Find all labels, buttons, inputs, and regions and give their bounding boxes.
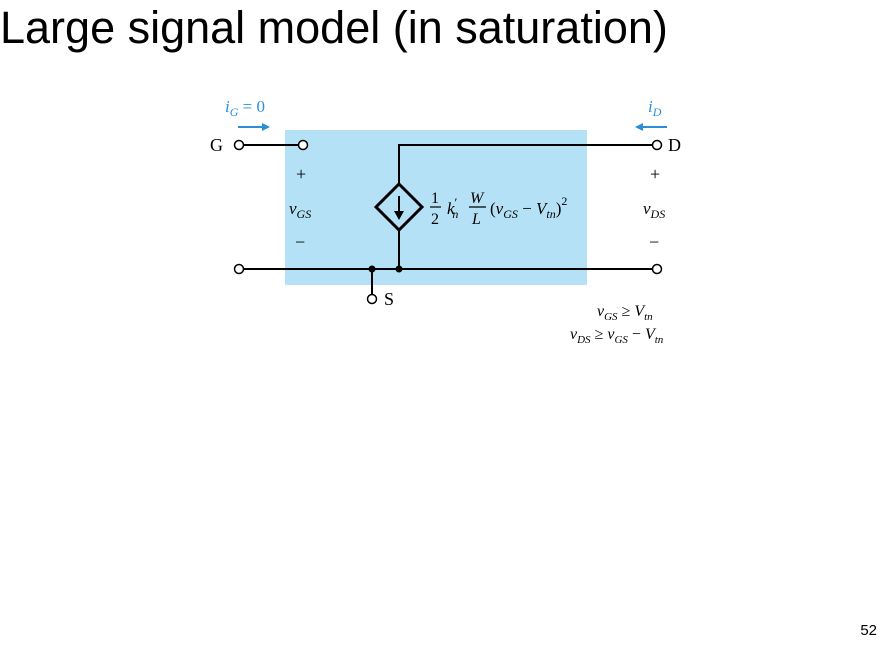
vds-plus: + [650, 164, 660, 184]
drain-wire [398, 144, 653, 184]
eq-body: (vGS − Vtn)2 [490, 194, 567, 221]
gate-label: G [210, 135, 223, 155]
vgs-label: vGS [289, 199, 311, 221]
gate-inner-node [297, 139, 309, 151]
drain-terminal [651, 139, 663, 151]
id-arrow-icon [635, 123, 667, 131]
condition-vgs: vGS ≥ Vtn [597, 303, 653, 323]
bottom-left-terminal [233, 263, 245, 275]
eq-frac-num: 1 [431, 190, 439, 207]
vgs-plus: + [296, 164, 306, 184]
vds-label: vDS [643, 199, 665, 221]
bottom-right-terminal [651, 263, 663, 275]
eq-k: k′n [447, 195, 458, 221]
eq-l: L [471, 211, 481, 228]
vds-minus: − [649, 232, 659, 252]
source-label: S [384, 289, 394, 309]
drain-label: D [668, 135, 681, 155]
slide-title: Large signal model (in saturation) [0, 2, 668, 53]
condition-vds: vDS ≥ vGS − Vtn [570, 326, 664, 346]
gate-terminal [233, 139, 245, 151]
current-equation: 1 2 k′n W L (vGS − Vtn)2 [430, 190, 567, 228]
page-number: 52 [860, 622, 877, 639]
dependent-current-source-icon [373, 181, 425, 233]
junction-dot-left [368, 265, 376, 273]
ig-label: iG = 0 [225, 97, 265, 119]
ig-arrow-icon [238, 123, 270, 131]
id-label: iD [648, 97, 662, 119]
eq-frac-den: 2 [431, 211, 439, 228]
junction-dot-right [395, 265, 403, 273]
source-terminal [366, 293, 378, 305]
eq-w: W [470, 190, 485, 207]
vgs-minus: − [295, 232, 305, 252]
